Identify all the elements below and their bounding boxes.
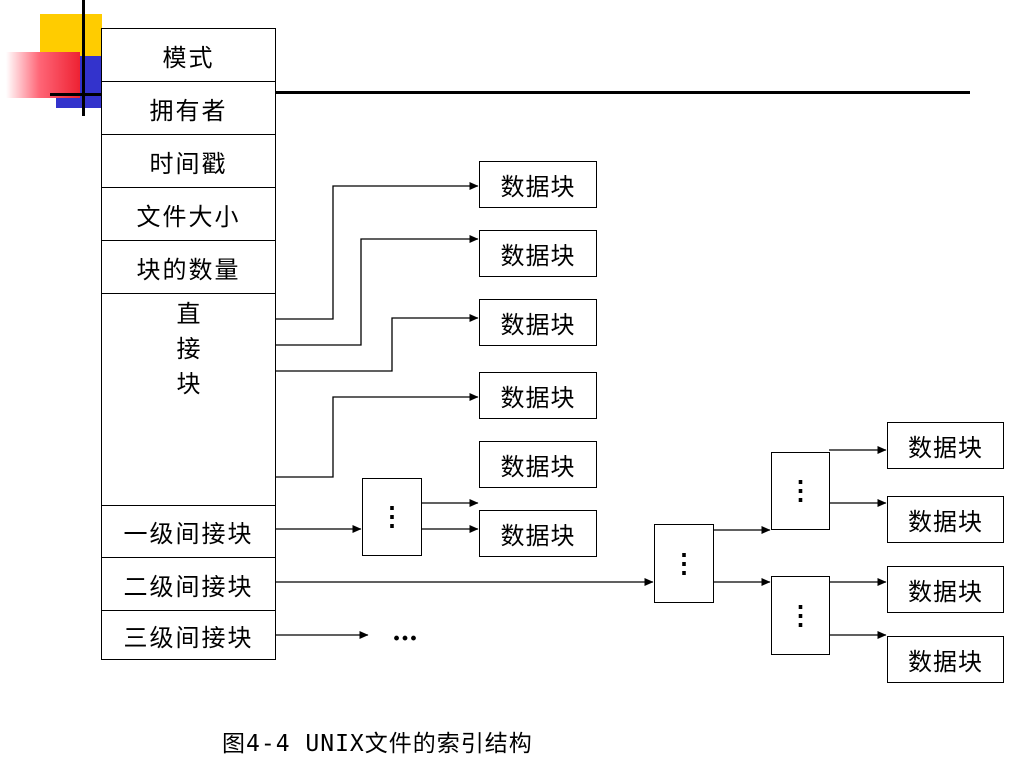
- inode-field-double-indirect: 二级间接块: [102, 558, 275, 611]
- direct-pointer-4: [246, 393, 479, 478]
- triple-indirect-ellipsis: …: [392, 617, 418, 647]
- inode-field-triple-indirect: 三级间接块: [123, 624, 254, 652]
- inode-field-single-indirect: 一级间接块: [102, 505, 275, 558]
- data-block: 数据块: [887, 636, 1004, 683]
- inode-field-mode: 模式: [102, 29, 275, 82]
- data-block: 数据块: [479, 230, 597, 277]
- data-block: 数据块: [887, 566, 1004, 613]
- direct-pointer-1: [246, 182, 479, 320]
- inode-field-file-size: 文件大小: [102, 188, 275, 241]
- data-block: 数据块: [479, 441, 597, 488]
- direct-pointer-2: [246, 235, 479, 346]
- inode-field-owner: 拥有者: [102, 82, 275, 135]
- double-indirect-index-block: ⋮: [654, 524, 714, 603]
- direct-blocks-label: 直 接 块: [176, 300, 201, 398]
- data-block: 数据块: [887, 422, 1004, 469]
- deco-vertical-line: [82, 0, 85, 116]
- deco-short-line: [50, 93, 102, 96]
- single-indirect-index-block: ⋮: [362, 478, 422, 556]
- figure-caption: 图4-4 UNIX文件的索引结构: [222, 731, 533, 757]
- data-block: 数据块: [479, 299, 597, 346]
- inode-field-timestamp: 时间戳: [102, 135, 275, 188]
- inode-field-block-count: 块的数量: [102, 241, 275, 294]
- data-block: 数据块: [479, 372, 597, 419]
- title-rule: [276, 91, 970, 94]
- second-level-index-block-upper: ⋮: [771, 452, 830, 530]
- data-block: 数据块: [479, 161, 597, 208]
- data-block: 数据块: [887, 496, 1004, 543]
- direct-pointer-3: [246, 314, 479, 372]
- data-block: 数据块: [479, 510, 597, 557]
- second-level-index-block-lower: ⋮: [771, 576, 830, 655]
- deco-red-square: [6, 52, 80, 98]
- inode-table: 模式 拥有者 时间戳 文件大小 块的数量 直 接 块 一级间接块 二级间接块 三…: [101, 28, 276, 660]
